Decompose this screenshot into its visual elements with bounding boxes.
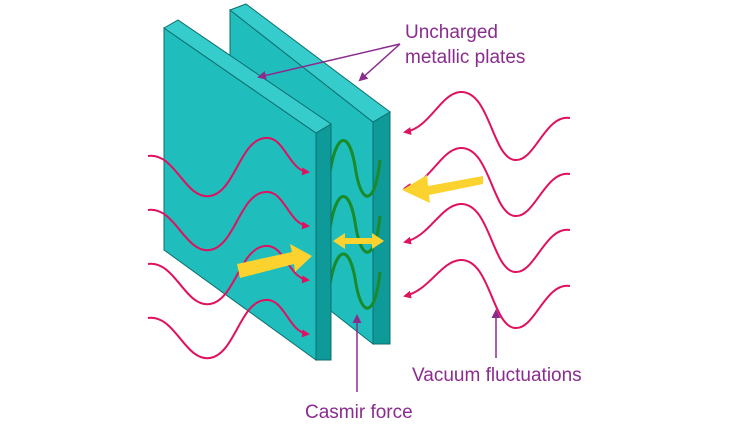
labels: Uncharged metallic plates Casmir force V… [305, 22, 582, 423]
front-plate-top [163, 19, 332, 134]
callouts [257, 43, 501, 392]
vacuum-fluctuations-label: Vacuum fluctuations [412, 365, 582, 386]
front-plate [163, 19, 332, 361]
standing-wave-3 [328, 252, 382, 310]
left-wave-1 [147, 136, 310, 198]
back-plate-edge [372, 111, 391, 345]
right-wave-2 [403, 146, 571, 218]
plates-callout-line-1 [257, 43, 401, 80]
front-plate-edge [315, 123, 332, 361]
back-plate-top [228, 3, 391, 123]
plates-label-line-2: metallic plates [405, 47, 525, 68]
standing-wave-1 [328, 139, 382, 198]
right-waves [403, 90, 571, 330]
left-wave-4 [147, 298, 310, 360]
casimir-force-arrow [333, 233, 384, 249]
right-wave-3 [403, 202, 571, 274]
right-wave-1 [403, 90, 571, 162]
right-force-arrow [402, 175, 483, 203]
left-force-arrow [237, 244, 312, 278]
casimir-force-label: Casmir force [305, 402, 413, 423]
left-wave-2 [147, 190, 310, 252]
right-wave-4 [403, 258, 571, 330]
plates-label-line-1: Uncharged [405, 22, 498, 43]
plates-callout-line-2 [358, 43, 401, 82]
